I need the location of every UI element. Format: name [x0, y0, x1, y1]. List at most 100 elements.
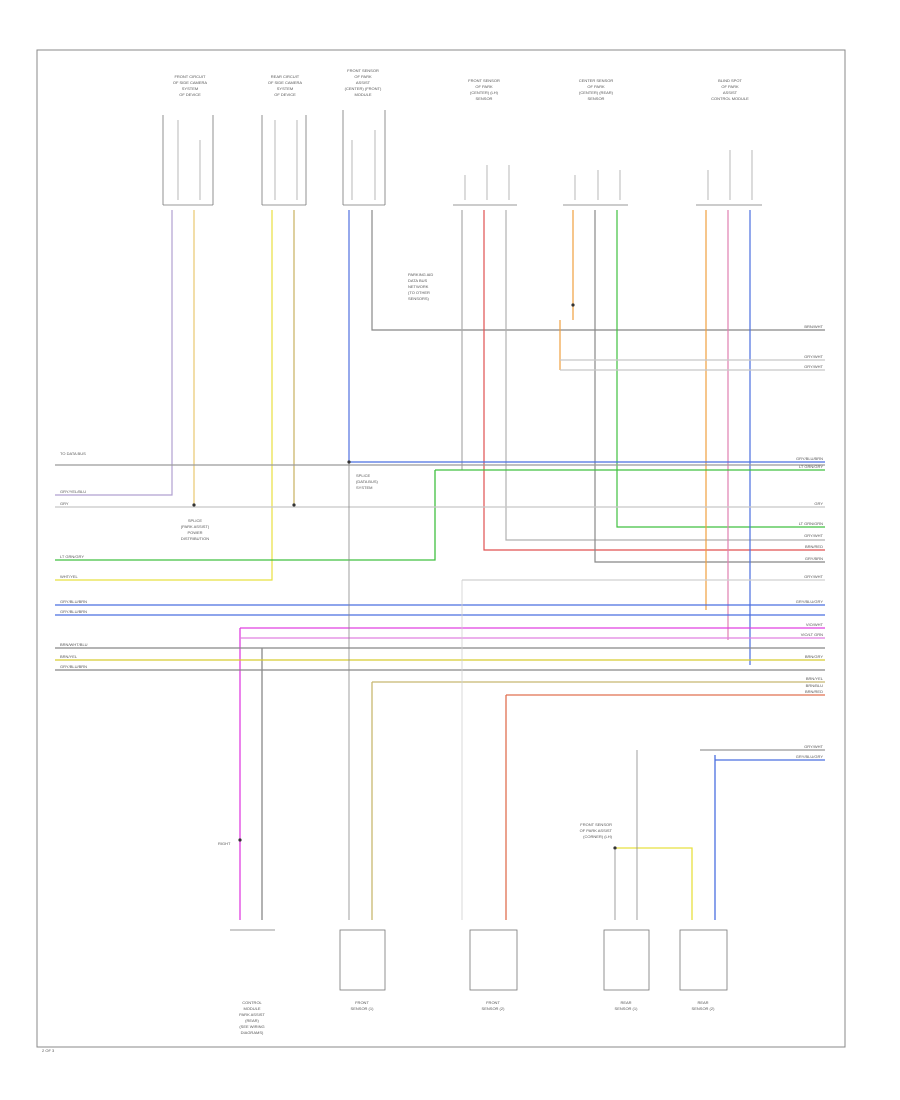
top-module-title-line: (CENTER) (REAR): [579, 90, 614, 95]
top-module-title-line: OF PARK: [587, 84, 605, 89]
note-line: SENSORS): [408, 296, 430, 301]
right-label: GRY/WHT: [804, 533, 823, 538]
right-label: BRN/RED: [805, 689, 823, 694]
top-module-title-line: FRONT SENSOR: [468, 78, 500, 83]
connector-box: [469, 929, 518, 991]
left-label: GRY/BLU/BRN: [60, 599, 87, 604]
connector-bracket: [342, 110, 386, 206]
left-label: BRN/YEL: [60, 654, 78, 659]
top-module-title-line: OF DEVICE: [274, 92, 296, 97]
bottom-module-b5-title: REAR SENSOR (2): [692, 1000, 716, 1011]
right-label: BRN/RED: [805, 544, 823, 549]
note-line: FRONT SENSOR: [580, 822, 612, 827]
right-labels: BRN/WHT GRY/WHT GRY/WHT GRY/BLU/BRN LT G…: [796, 324, 824, 759]
note-n2: SPLICE (DATA BUS) SYSTEM: [356, 473, 379, 490]
left-label: TO DATA BUS: [60, 451, 86, 456]
top-module-title-line: (CENTER) (FRONT): [345, 86, 382, 91]
note-line: (DATA BUS): [356, 479, 379, 484]
top-module-title-line: SYSTEM: [182, 86, 198, 91]
right-label: LT GRN/GRY: [799, 464, 823, 469]
bottom-module-title-line: FRONT: [355, 1000, 369, 1005]
left-label: LT GRN/GRY: [60, 554, 84, 559]
bottom-module-title-line: CONTROL: [242, 1000, 262, 1005]
right-label: GRY/BRN: [805, 556, 823, 561]
wire-m5-pin3: [616, 210, 825, 528]
bottom-module-title-line: SENSOR (1): [351, 1006, 375, 1011]
note-line: DISTRIBUTION: [181, 536, 209, 541]
note-n3: SPLICE (PARK ASSIST) POWER DISTRIBUTION: [181, 518, 210, 541]
diagram-border: [36, 49, 846, 1048]
right-label: VIO/WHT: [806, 622, 824, 627]
top-module-title-line: OF PARK: [475, 84, 493, 89]
wire-m2-pin1: [55, 210, 273, 581]
bottom-module-title-line: MODULE: [243, 1006, 260, 1011]
connector-box: [679, 929, 728, 991]
note-line: OF PARK ASSIST: [580, 828, 613, 833]
note-line: POWER: [187, 530, 202, 535]
bottom-module-title-line: SENSOR (1): [615, 1006, 639, 1011]
wire-m1-pin1: [55, 210, 173, 496]
top-module-title-line: SYSTEM: [277, 86, 293, 91]
top-module-title-line: CONTROL MODULE: [711, 96, 749, 101]
top-module-title-line: CENTER SENSOR: [579, 78, 614, 83]
note-n1: PARKING AID DATA BUS NETWORK (TO OTHER S…: [408, 272, 433, 301]
splice-dots: [192, 303, 617, 850]
top-module-title-line: OF SIDE CAMERA: [268, 80, 303, 85]
connector-box: [339, 929, 386, 991]
note-line: SPLICE: [356, 473, 371, 478]
horizontal-bus: [55, 359, 825, 920]
bottom-connectors: [230, 929, 728, 991]
top-module-title-line: MODULE: [354, 92, 371, 97]
left-label: GRY/BLU/BRN: [60, 664, 87, 669]
wire-m4-pin3: [505, 210, 825, 541]
right-label: BRN/YEL: [806, 676, 824, 681]
top-module-title-line: FRONT SENSOR: [347, 68, 379, 73]
note-n4: FRONT SENSOR OF PARK ASSIST (CORNER) (LH…: [580, 822, 613, 839]
note-line: PARKING AID: [408, 272, 433, 277]
footer-code: 2 OF 3: [42, 1048, 55, 1053]
wire-m3-pin2: [371, 210, 825, 331]
top-module-title-line: OF PARK: [354, 74, 372, 79]
note-line: SYSTEM: [356, 485, 372, 490]
top-connectors: [162, 110, 762, 206]
note-line: (CORNER) (LH): [583, 834, 613, 839]
left-label: GRY: [60, 501, 69, 506]
top-module-m3-title: FRONT SENSOR OF PARK ASSIST (CENTER) (FR…: [345, 68, 382, 97]
top-module-title-line: REAR CIRCUIT: [271, 74, 300, 79]
bottom-module-title-line: SENSOR (2): [692, 1006, 716, 1011]
top-module-title-line: SENSOR: [476, 96, 493, 101]
bottom-module-title-line: FRONT: [486, 1000, 500, 1005]
right-label: GRY/WHT: [804, 574, 823, 579]
bus-magenta-1: [239, 627, 825, 920]
right-label: GRY/BLU/BRN: [796, 456, 823, 461]
bottom-module-b4-title: REAR SENSOR (1): [615, 1000, 639, 1011]
top-module-title-line: SENSOR: [588, 96, 605, 101]
bottom-module-b2-title: FRONT SENSOR (1): [351, 1000, 375, 1011]
bottom-module-b1-title: CONTROL MODULE PARK ASSIST (REAR) (SEE W…: [239, 1000, 265, 1035]
left-label: BRN/WHT/BLU: [60, 642, 88, 647]
right-label: GRY/BLU/GRY: [796, 754, 824, 759]
note-line: (PARK ASSIST): [181, 524, 210, 529]
bus-gray-mid: [55, 647, 825, 920]
top-pin-stubs: [177, 120, 753, 200]
connector-bracket: [162, 115, 214, 206]
top-module-m2-title: REAR CIRCUIT OF SIDE CAMERA SYSTEM OF DE…: [268, 74, 303, 97]
top-module-m1-title: FRONT CIRCUIT OF SIDE CAMERA SYSTEM OF D…: [173, 74, 208, 97]
wire-rear-yellow: [615, 847, 693, 920]
wire-rear-blue: [714, 755, 825, 920]
top-module-title-line: OF PARK: [721, 84, 739, 89]
note-line: SPLICE: [188, 518, 203, 523]
bus-green: [55, 469, 825, 561]
top-module-title-line: FRONT CIRCUIT: [174, 74, 206, 79]
right-label: GRY/WHT: [804, 744, 823, 749]
right-label: VIO/LT GRN: [801, 632, 823, 637]
wire-m5-pin2: [594, 210, 825, 563]
top-module-title-line: OF DEVICE: [179, 92, 201, 97]
bottom-module-title-line: (SEE WIRING: [239, 1024, 264, 1029]
top-module-m5-title: CENTER SENSOR OF PARK (CENTER) (REAR) SE…: [579, 78, 614, 101]
bottom-module-title-line: (REAR): [245, 1018, 259, 1023]
bottom-module-title-line: DIAGRAMS): [241, 1030, 264, 1035]
note-n5: RIGHT: [218, 841, 231, 846]
top-module-title-line: OF SIDE CAMERA: [173, 80, 208, 85]
